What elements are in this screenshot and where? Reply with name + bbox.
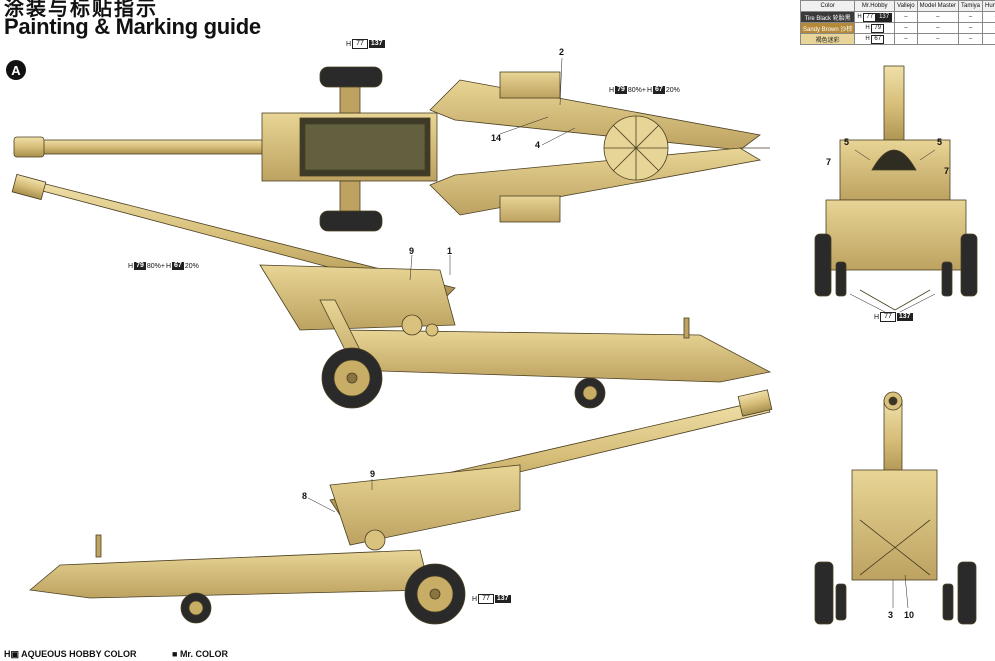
front-barrel [883,65,905,147]
callout-9-side2: 9 [370,469,376,479]
color-table-header: Color Mr.Hobby Vallejo Model Master Tami… [799,0,995,12]
rear-wheel-right [957,561,977,625]
callout-4: 4 [535,140,541,150]
leader-lines [307,57,936,609]
side2-cradle [329,464,521,546]
side-view-2 [29,389,773,625]
callout-9-side1: 9 [409,246,415,256]
callout-7-right: 7 [944,166,950,176]
rear-wheel-left [814,561,834,625]
front-wheel-left [814,233,832,297]
footer-aqueous: H▣ AQUEOUS HOBBY COLOR [4,649,137,659]
side1-cradle [259,264,456,331]
side2-muzzle-brake [737,389,773,417]
mr-hobby-cell: H 67 [854,33,896,45]
top-trail-lower [429,147,762,216]
footer-mr-color: ■ Mr. COLOR [172,649,228,659]
top-wheel-left [319,66,383,88]
color-swatch: 褐色迷彩 [799,33,856,45]
rear-view [814,391,977,625]
callout-1: 1 [447,246,453,256]
section-badge: A [6,60,26,80]
callout-14: 14 [491,133,502,143]
callout-2: 2 [559,47,565,57]
callout-8: 8 [302,491,308,501]
rear-barrel [883,399,903,481]
color-table: Color Mr.Hobby Vallejo Model Master Tami… [799,0,995,45]
callout-5-left: 5 [844,137,850,147]
callout-5-right: 5 [937,137,943,147]
callout-10: 10 [904,610,915,620]
side2-trail [29,549,431,599]
title-chinese: 涂装与标贴指示 [4,0,158,20]
top-wheel-right [319,210,383,232]
side-view-1 [11,173,772,409]
top-muzzle-brake [13,136,45,158]
side1-trail [339,329,772,383]
callout-7-left: 7 [826,157,832,167]
front-view [814,65,978,311]
model-master-cell: – [916,33,960,45]
top-trail-upper [429,79,761,151]
callout-3: 3 [888,610,894,620]
side1-muzzle-brake [11,173,47,201]
front-wheel-right [960,233,978,297]
top-barrel [39,139,266,155]
top-view [13,66,770,232]
table-row: 褐色迷彩 H 67 – – – – [799,33,995,45]
title-english: Painting & Marking guide [4,14,261,39]
tamiya-cell: – [958,33,984,45]
header-color: Color [799,0,856,12]
